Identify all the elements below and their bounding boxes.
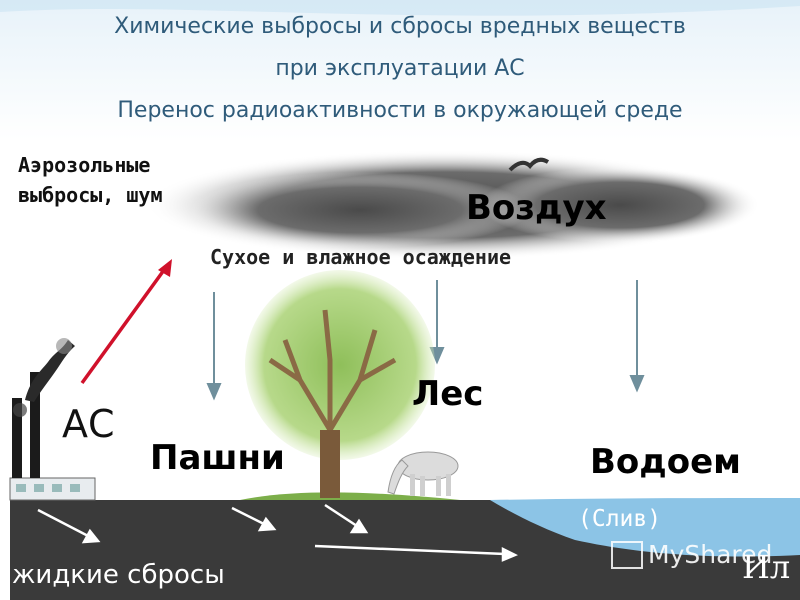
deposition-label: Сухое и влажное осаждение [210,245,512,269]
bird-icon [508,157,550,172]
forest-label: Лес [412,374,484,414]
reservoir-water [490,498,800,557]
aerosol-label: Аэрозольные выбросы, шум [18,153,163,207]
air-label: Воздух [466,188,607,228]
power-plant-window [34,484,44,492]
grass [240,492,460,500]
watermark-icon [611,541,643,569]
discharge-label: (Слив) [578,506,662,532]
tree-trunk [320,430,340,498]
cloud-part [190,172,530,248]
title-block: Химические выбросы и сбросы вредных веще… [0,0,800,140]
emission-arrow [80,268,166,385]
title-line-3: Перенос радиоактивности в окружающей сре… [117,98,683,123]
tree-crown [245,270,435,460]
reservoir-label: Водоем [590,442,741,482]
liquid-discharge-label: жидкие сбросы [12,560,225,590]
smoke [25,340,75,402]
tree-branches [268,309,397,495]
fields-label: Пашни [150,438,285,478]
npp-label: АС [62,402,115,446]
chimney [12,398,22,478]
chimney [30,372,40,478]
title-background [0,0,800,140]
power-plant-window [70,484,80,492]
discharge-arrows [37,503,519,562]
power-plant-window [16,484,26,492]
watermark-text: MyShared [648,540,773,569]
title-line-1: Химические выбросы и сбросы вредных веще… [114,14,686,39]
emission-arrowhead [158,259,172,277]
power-plant-window [52,484,62,492]
title-line-2: при эксплуатации АС [275,56,525,81]
cloud-part [480,167,760,243]
silt-label: Ил [742,548,791,586]
smoke-puff [13,403,27,417]
smoke-puff [56,338,72,354]
title-wave [0,0,800,16]
horse-icon [387,451,459,496]
